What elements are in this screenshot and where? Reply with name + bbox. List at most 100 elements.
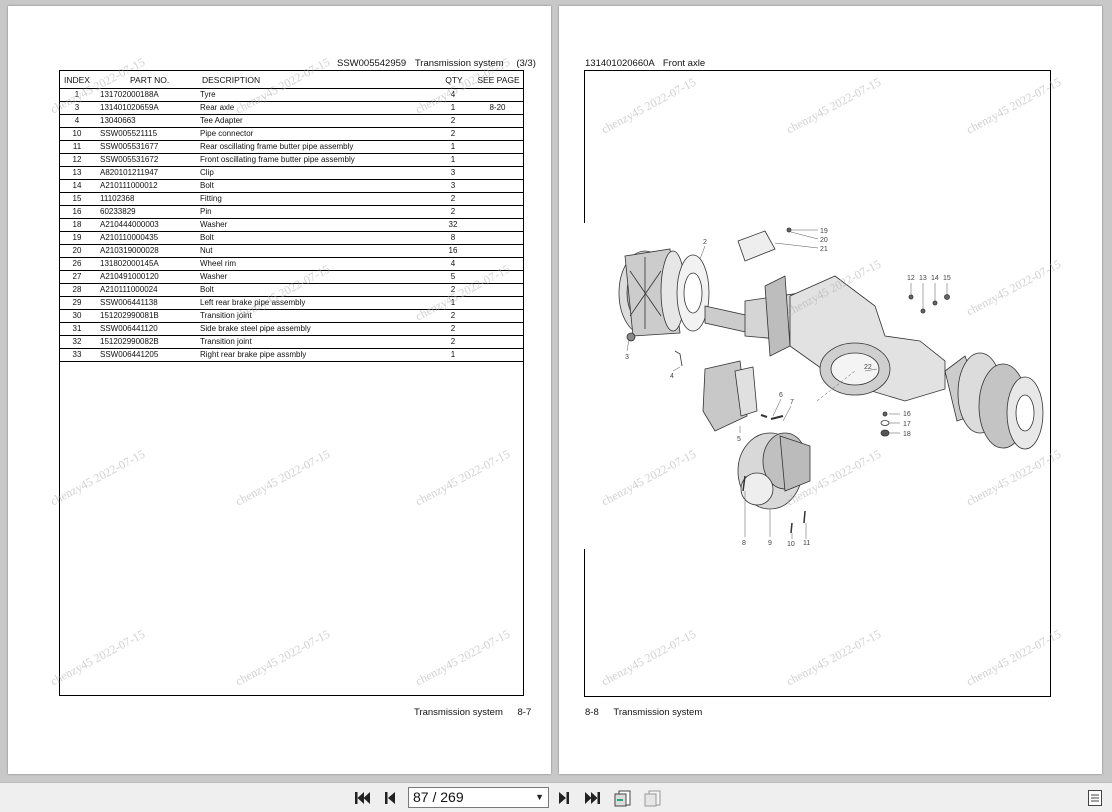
row-description: Pipe connector — [198, 127, 434, 141]
parts-table: INDEX PART NO. DESCRIPTION QTY SEE PAGE … — [60, 71, 523, 362]
row-index: 13 — [60, 166, 94, 180]
page-footer: Transmission system 8-7 — [414, 707, 531, 718]
row-see-page — [472, 127, 523, 141]
row-see-page — [472, 296, 523, 310]
row-see-page — [472, 192, 523, 206]
row-see-page — [472, 257, 523, 271]
brake-caliper — [702, 360, 758, 432]
row-see-page — [472, 283, 523, 297]
row-qty: 1 — [434, 101, 472, 115]
callout-20: 20 — [820, 237, 828, 244]
row-part-no: 131802000145A — [94, 257, 198, 271]
row-description: Bolt — [198, 179, 434, 193]
page-header: 131401020660A Front axle — [585, 58, 705, 69]
callout-18: 18 — [903, 431, 911, 438]
callout-17: 17 — [903, 421, 911, 428]
row-description: Transition joint — [198, 309, 434, 323]
row-qty: 1 — [434, 153, 472, 167]
callout-22: 22 — [864, 364, 872, 371]
row-see-page — [472, 140, 523, 154]
footer-title: Transmission system — [414, 707, 503, 718]
callout-labels: 2 3 4 5 6 7 8 9 10 11 12 13 14 15 16 17 — [625, 228, 951, 548]
row-part-no: A210444000003 — [94, 218, 198, 232]
callout-7: 7 — [790, 399, 794, 406]
row-description: Tyre — [198, 88, 434, 102]
callout-12: 12 — [907, 275, 915, 282]
row-qty: 2 — [434, 114, 472, 128]
leader-lines — [626, 229, 948, 539]
row-qty: 5 — [434, 270, 472, 284]
row-qty: 2 — [434, 205, 472, 219]
callout-11: 11 — [803, 540, 810, 547]
row-qty: 2 — [434, 127, 472, 141]
previous-page-icon[interactable] — [379, 788, 401, 808]
row-qty: 4 — [434, 257, 472, 271]
row-see-page — [472, 153, 523, 167]
row-part-no: SSW005531672 — [94, 153, 198, 167]
single-page-view-icon[interactable] — [612, 788, 634, 808]
first-page-icon[interactable] — [351, 788, 373, 808]
differential-assembly — [737, 432, 811, 510]
exploded-view-frame: 2 3 4 5 6 7 8 9 10 11 12 13 14 15 16 17 — [583, 70, 1051, 697]
row-part-no: A210319000028 — [94, 244, 198, 258]
document-viewer[interactable]: SSW005542959 Transmission system (3/3) I… — [0, 0, 1112, 782]
row-description: Nut — [198, 244, 434, 258]
page-8-7: SSW005542959 Transmission system (3/3) I… — [8, 6, 551, 774]
callout-3: 3 — [625, 354, 629, 361]
callout-6: 6 — [779, 392, 783, 399]
row-description: Right rear brake pipe assmbly — [198, 348, 434, 362]
col-index: INDEX — [60, 71, 94, 89]
row-part-no: 13040663 — [94, 114, 198, 128]
row-part-no: 131401020659A — [94, 101, 198, 115]
two-page-view-icon[interactable] — [642, 788, 664, 808]
row-part-no: 11102368 — [94, 192, 198, 206]
row-description: Fitting — [198, 192, 434, 206]
row-part-no: 151202990081B — [94, 309, 198, 323]
last-page-icon[interactable] — [582, 788, 604, 808]
row-see-page — [472, 88, 523, 102]
callout-2: 2 — [703, 239, 707, 246]
table-header-row: INDEX PART NO. DESCRIPTION QTY SEE PAGE — [60, 71, 523, 89]
row-index: 3 — [60, 101, 94, 115]
front-axle-exploded-drawing: 2 3 4 5 6 7 8 9 10 11 12 13 14 15 16 17 — [618, 227, 1044, 548]
row-part-no: SSW005521115 — [94, 127, 198, 141]
row-qty: 2 — [434, 322, 472, 336]
row-description: Tee Adapter — [198, 114, 434, 128]
page-header: SSW005542959 Transmission system (3/3) — [337, 58, 536, 69]
row-qty: 3 — [434, 179, 472, 193]
row-see-page — [472, 114, 523, 128]
row-description: Wheel rim — [198, 257, 434, 271]
row-description: Front oscillating frame butter pipe asse… — [198, 153, 434, 167]
page-8-8: 131401020660A Front axle — [559, 6, 1102, 774]
row-see-page — [472, 205, 523, 219]
row-see-page: 8-20 — [472, 101, 523, 115]
row-index: 12 — [60, 153, 94, 167]
next-page-icon[interactable] — [553, 788, 575, 808]
col-part-no: PART NO. — [94, 71, 198, 89]
row-qty: 16 — [434, 244, 472, 258]
row-part-no: SSW006441205 — [94, 348, 198, 362]
row-qty: 2 — [434, 335, 472, 349]
row-part-no: SSW006441138 — [94, 296, 198, 310]
row-qty: 2 — [434, 309, 472, 323]
callout-16: 16 — [903, 411, 911, 418]
mounting-bracket — [737, 230, 776, 262]
page-number-select[interactable]: 87 / 269 ▼ — [408, 787, 549, 808]
right-wheel-hub — [944, 352, 1044, 450]
col-description: DESCRIPTION — [198, 71, 434, 89]
document-outline-icon[interactable] — [1084, 788, 1106, 808]
row-qty: 1 — [434, 140, 472, 154]
row-part-no: A210110000435 — [94, 231, 198, 245]
axle-housing — [764, 275, 946, 402]
row-index: 18 — [60, 218, 94, 232]
row-description: Bolt — [198, 231, 434, 245]
chevron-down-icon[interactable]: ▼ — [535, 792, 544, 802]
